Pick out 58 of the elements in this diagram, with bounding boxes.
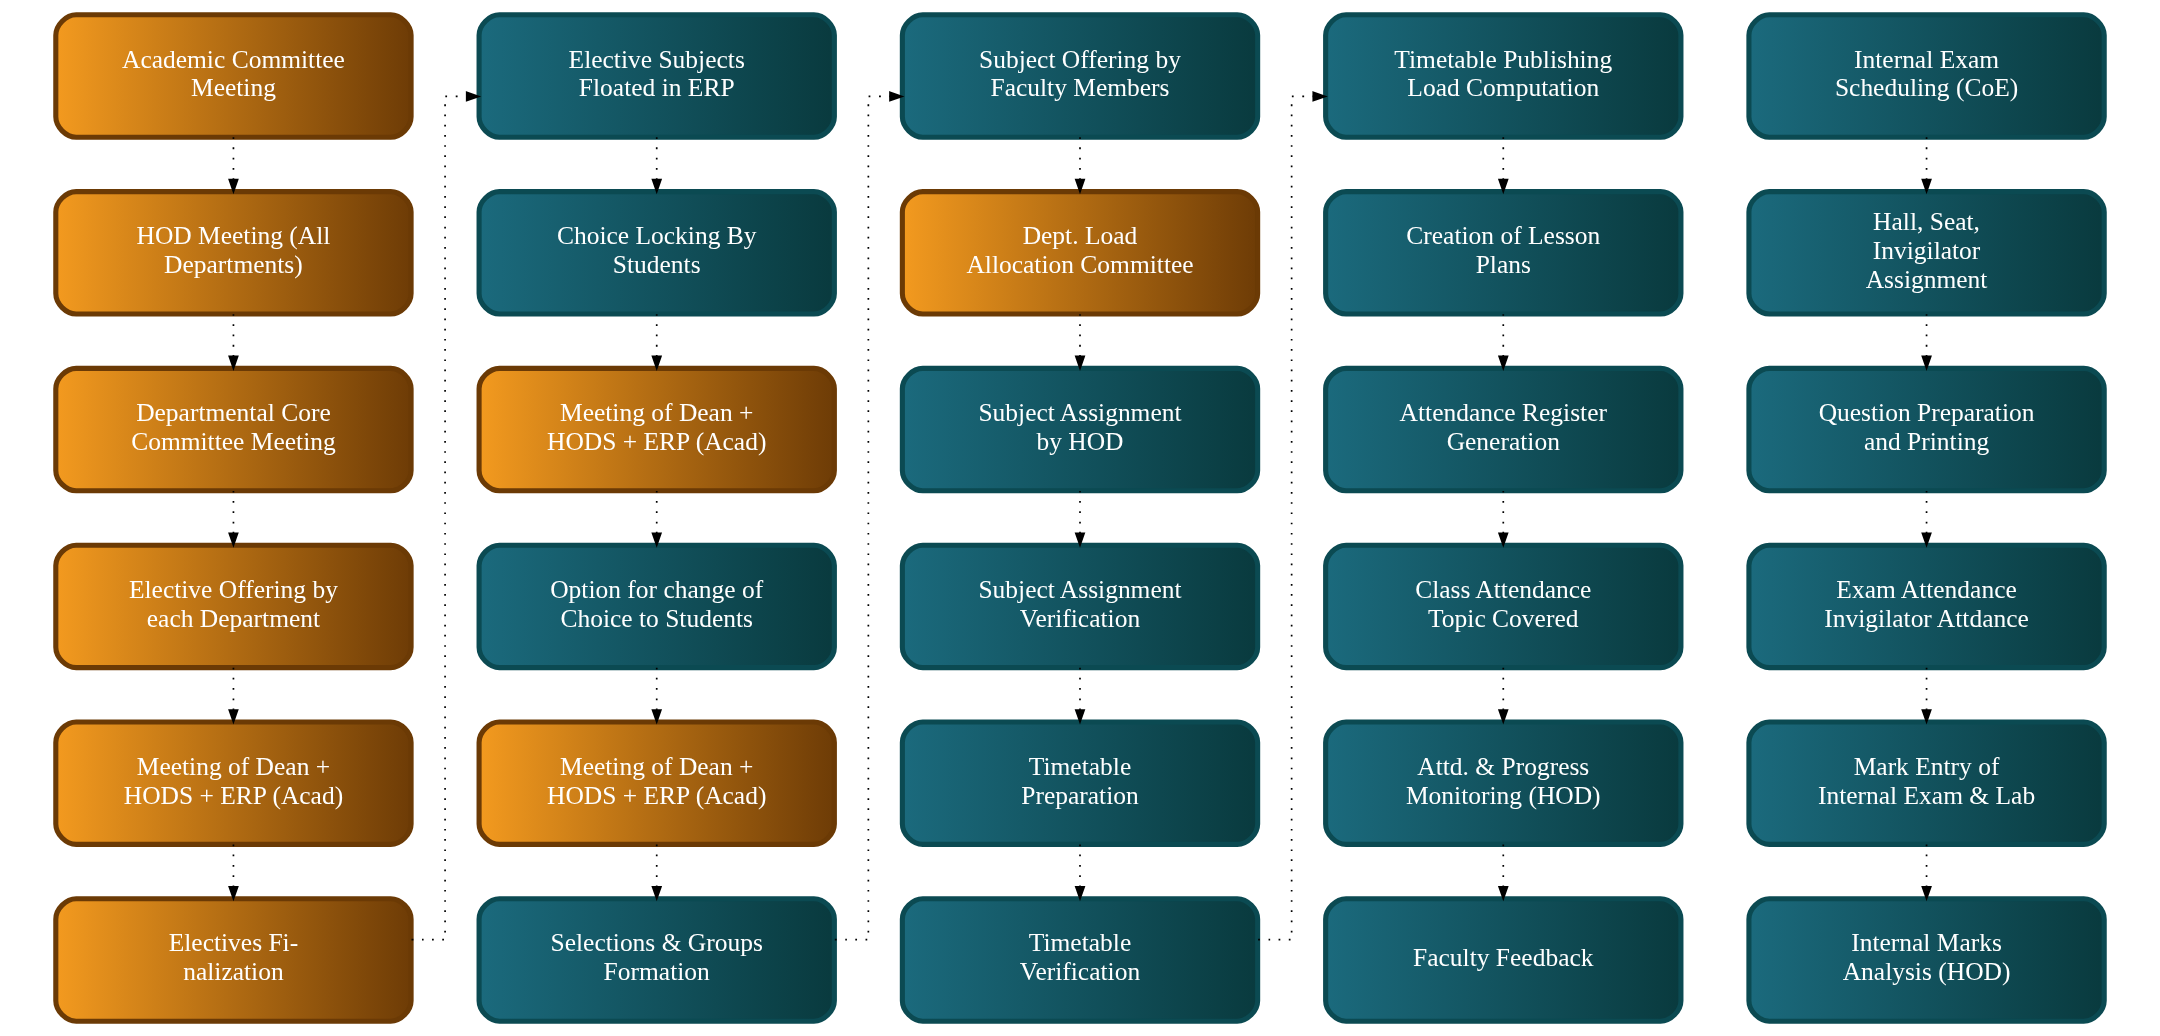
- node-box: Choice Locking By Students: [476, 189, 837, 317]
- arrow: [1921, 313, 1932, 371]
- arrow: [1074, 666, 1086, 725]
- arrow: [228, 136, 239, 195]
- arrow: [1497, 313, 1509, 371]
- arrow: [1497, 490, 1509, 548]
- arrow: [833, 91, 905, 941]
- node-box: Internal Exam Scheduling (CoE): [1746, 12, 2107, 140]
- arrow: [651, 313, 663, 371]
- arrow: [1074, 313, 1086, 371]
- node-box: Internal Marks Analysis (HOD): [1746, 896, 2107, 1024]
- node-box: Mark Entry of Internal Exam & Lab: [1746, 719, 2107, 847]
- arrow: [1921, 666, 1932, 725]
- arrow: [1257, 91, 1328, 941]
- arrow: [1074, 490, 1086, 548]
- node-box: Subject Assignment Verification: [899, 542, 1261, 671]
- arrow: [651, 666, 663, 725]
- arrow: [228, 490, 239, 548]
- node-box: Departmental Core Committee Meeting: [53, 365, 414, 494]
- node-box: Timetable Preparation: [899, 719, 1261, 847]
- arrow: [228, 313, 239, 371]
- node-box: Hall, Seat, Invigilator Assignment: [1746, 189, 2107, 317]
- node-box: Attd. & Progress Monitoring (HOD): [1323, 719, 1684, 847]
- arrow: [228, 666, 239, 725]
- node-box: HOD Meeting (All Departments): [53, 189, 414, 317]
- arrow: [1921, 490, 1932, 548]
- node-box: Subject Assignment by HOD: [899, 365, 1261, 494]
- node-box: Electives Fi- nalization: [53, 896, 414, 1024]
- node-box: Question Preparation and Printing: [1746, 365, 2107, 494]
- arrow: [1074, 136, 1086, 195]
- arrow: [410, 91, 482, 941]
- node-box: Academic Committee Meeting: [53, 12, 414, 140]
- node-box: Faculty Feedback: [1323, 896, 1684, 1024]
- node-box: Elective Offering by each Department: [53, 542, 414, 671]
- arrow: [1497, 136, 1509, 195]
- node-box: Exam Attendance Invigilator Attdance: [1746, 542, 2107, 671]
- arrow: [1074, 843, 1086, 902]
- node-box: Meeting of Dean + HODS + ERP (Acad): [53, 719, 414, 847]
- node-box: Elective Subjects Floated in ERP: [476, 12, 837, 140]
- node-box: Meeting of Dean + HODS + ERP (Acad): [476, 719, 837, 847]
- node-box: Meeting of Dean + HODS + ERP (Acad): [476, 365, 837, 494]
- arrow: [651, 843, 663, 902]
- node-box: Class Attendance Topic Covered: [1323, 542, 1684, 671]
- node-box: Selections & Groups Formation: [476, 896, 837, 1024]
- arrow: [1921, 843, 1932, 902]
- arrow: [651, 490, 663, 548]
- node-box: Subject Offering by Faculty Members: [899, 12, 1261, 140]
- node-box: Timetable Publishing Load Computation: [1323, 12, 1684, 140]
- arrow: [228, 843, 239, 902]
- node-box: Timetable Verification: [899, 896, 1261, 1024]
- node-box: Creation of Lesson Plans: [1323, 189, 1684, 317]
- node-box: Attendance Register Generation: [1323, 365, 1684, 494]
- arrow: [651, 136, 663, 195]
- arrow: [1497, 843, 1509, 902]
- node-box: Option for change of Choice to Students: [476, 542, 837, 671]
- arrow: [1497, 666, 1509, 725]
- node-box: Dept. Load Allocation Committee: [899, 189, 1261, 317]
- arrow: [1921, 136, 1932, 195]
